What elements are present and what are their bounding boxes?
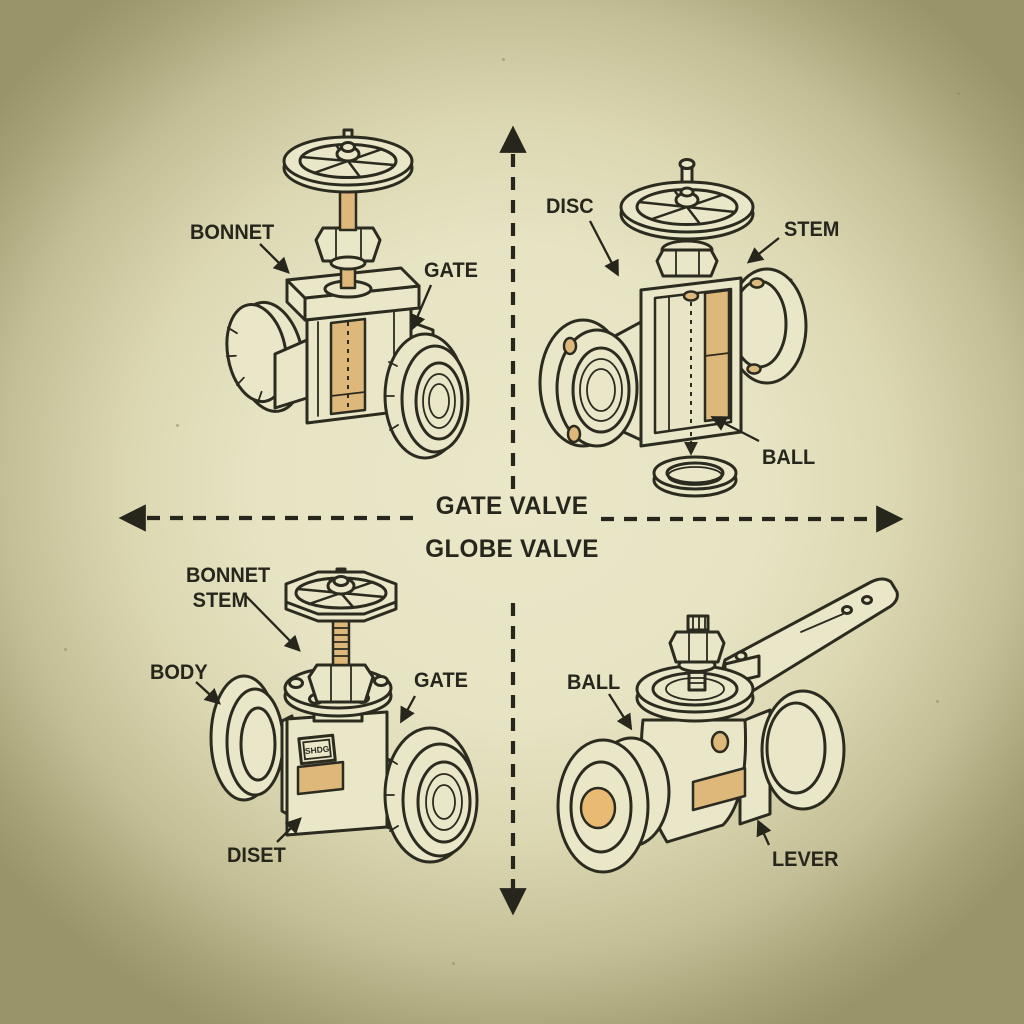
label-ball-top-right: BALL: [762, 446, 816, 469]
label-lever-bottom-right: LEVER: [772, 848, 839, 871]
ball-valve-bottom-right-illustration: [556, 577, 899, 874]
label-ball-bottom-right: BALL: [567, 671, 621, 694]
handwheel: [619, 158, 755, 241]
leader-ball-br: [608, 693, 633, 731]
label-gate-bottom-left: GATE: [414, 669, 468, 692]
hex-nut: [307, 663, 375, 704]
leader-disc-tr: [588, 220, 619, 277]
center-title-gate-valve: GATE VALVE: [435, 492, 589, 520]
leader-body-bl: [195, 681, 221, 705]
label-body-bottom-left: BODY: [150, 661, 208, 684]
center-title-globe-valve: GLOBE VALVE: [425, 535, 599, 563]
leader-ball-tr: [710, 416, 760, 443]
paper-speck: [936, 700, 939, 703]
label-stem-line: STEM: [192, 588, 249, 612]
label-bonnet-stem-bottom-left: BONNET STEM: [186, 564, 270, 614]
handwheel: [284, 567, 398, 623]
disc: [703, 288, 731, 423]
leader-stem-tr: [746, 237, 780, 264]
left-flange: [538, 318, 639, 448]
leader-bonnet-stem-bl: [245, 595, 301, 652]
right-flange: [726, 267, 808, 385]
ball-section: [691, 766, 747, 812]
leader-gate-tl: [410, 284, 433, 331]
gate-valve-bottom-left-illustration: SHDG: [209, 567, 479, 864]
handwheel: [282, 128, 414, 194]
paper-speck: [502, 58, 505, 61]
paper-speck: [176, 424, 179, 427]
gate-valve-top-left-illustration: [225, 128, 470, 460]
paper-speck: [452, 962, 455, 965]
leader-diset-bl: [276, 817, 302, 843]
gland-nut: [314, 226, 382, 271]
label-diset-bottom-left: DISET: [227, 844, 286, 867]
right-flange: [383, 332, 470, 460]
leader-gate-bl: [400, 695, 417, 724]
label-disc-top-right: DISC: [546, 195, 594, 218]
left-flange: [556, 736, 671, 874]
nameplate-text: SHDG: [304, 744, 330, 757]
paper-speck: [64, 648, 67, 651]
nameplate: SHDG: [297, 733, 337, 766]
leader-lever-br: [756, 819, 772, 846]
right-flange: [383, 726, 479, 864]
label-stem-top-right: STEM: [784, 218, 840, 241]
gate-seat: [296, 760, 345, 796]
label-bonnet-line: BONNET: [186, 564, 271, 587]
valve-body: SHDG: [285, 710, 389, 837]
port-dot: [710, 730, 730, 754]
label-gate-top-left: GATE: [424, 259, 478, 282]
left-flange: [209, 674, 285, 802]
globe-valve-top-right-illustration: [538, 158, 808, 498]
seat-ring: [652, 455, 738, 498]
leader-bonnet-tl: [259, 243, 290, 274]
lever-handle: [719, 577, 899, 694]
label-bonnet-top-left: BONNET: [190, 221, 275, 244]
valve-body-cutaway: [639, 276, 743, 448]
paper-speck: [957, 92, 960, 95]
right-flange: [760, 689, 846, 811]
stem-assembly: [668, 614, 726, 692]
ball: [579, 786, 617, 830]
